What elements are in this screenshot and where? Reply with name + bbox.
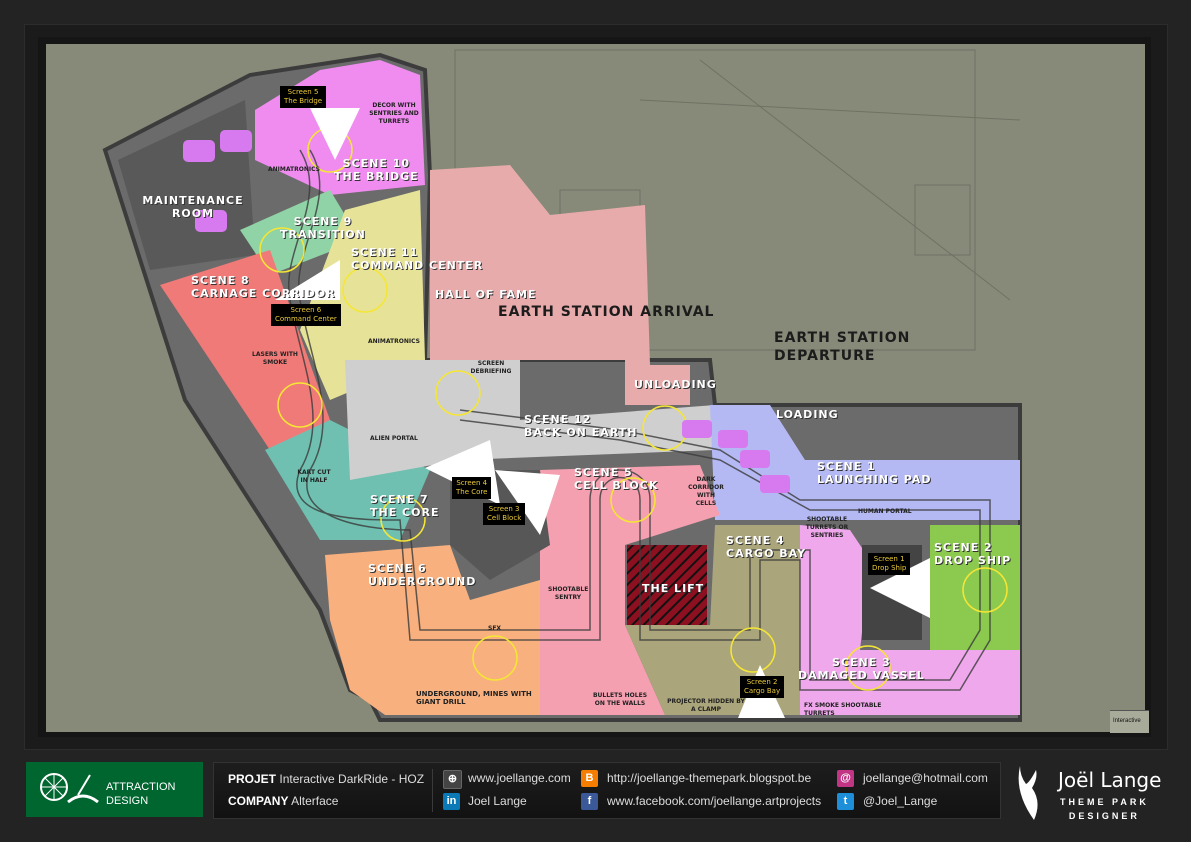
scene-2-label: Scene 2Drop Ship [934, 541, 1012, 567]
title-block: Interactive [1110, 710, 1149, 733]
scene-3-label: Scene 3Damaged Vassel [798, 656, 925, 682]
note-shootable-turrets: Shootable turrets or sentries [805, 516, 849, 539]
note-fx-smoke: FX smoke shootable turrets [804, 702, 882, 717]
note-projector: Projector hidden by a clamp [667, 698, 745, 713]
flame-logo-icon [1018, 766, 1038, 820]
scene-10-label: Scene 10The Bridge [334, 157, 419, 183]
note-animatronics-command: Animatronics [368, 338, 420, 345]
scene-9-label: Scene 9Transition [280, 215, 366, 241]
zone-unloading: Unloading [634, 378, 717, 391]
zone-earth-station-departure: Earth Station Departure [774, 330, 911, 364]
company-row: COMPANY Alterface [228, 794, 339, 808]
scene-12-label: Scene 12Back on Earth [524, 413, 638, 439]
blog-link[interactable]: http://joellange-themepark.blogspot.be [607, 771, 812, 785]
zone-hall-of-fame: Hall of Fame [435, 288, 537, 301]
blogger-icon: B [581, 770, 598, 787]
scene-8-label: Scene 8Carnage Corridor [191, 274, 336, 300]
note-bullets: Bullets holes on the walls [592, 692, 648, 707]
twitter-link[interactable]: @Joel_Lange [863, 794, 938, 808]
note-dark-corridor: Dark corridor with cells [688, 476, 724, 507]
email-link[interactable]: joellange@hotmail.com [863, 771, 988, 785]
note-sfx: SFX [488, 625, 502, 632]
info-bar: PROJET Interactive DarkRide - HOZ COMPAN… [213, 762, 1001, 819]
zone-the-lift: The Lift [642, 582, 705, 595]
scene-5-label: Scene 5Cell Block [574, 466, 659, 492]
note-underground: Underground, mines with giant drill [416, 690, 532, 706]
globe-icon: ⊕ [443, 770, 462, 789]
floor-plan-drawing [102, 49, 1022, 722]
scene-6-label: Scene 6Underground [368, 562, 477, 588]
note-decor: Decor with sentries and turrets [369, 102, 419, 125]
note-alien-portal: Alien Portal [370, 435, 418, 442]
logo-text-line-1: ATTRACTION [106, 781, 176, 793]
floor-plan: Earth Station Arrival Earth Station Depa… [46, 44, 1145, 732]
scene-4-label: Scene 4Cargo Bay [726, 534, 807, 560]
note-kart-cut: Kart cut in half [297, 469, 331, 484]
twitter-icon: t [837, 793, 854, 810]
note-shootable-sentry: Shootable sentry [548, 586, 589, 601]
ferris-wheel-icon [40, 773, 99, 804]
facebook-icon: f [581, 793, 598, 810]
website-link[interactable]: www.joellange.com [468, 771, 571, 785]
project-row: PROJET Interactive DarkRide - HOZ [228, 772, 425, 786]
email-icon: @ [837, 770, 854, 787]
note-screen-debriefing: Screen Debriefing [470, 360, 512, 375]
scene-7-label: Scene 7The Core [370, 493, 440, 519]
linkedin-icon: in [443, 793, 460, 810]
scene-1-label: Scene 1Launching Pad [817, 460, 932, 486]
attraction-design-logo: ATTRACTION DESIGN [26, 762, 203, 817]
brand-name: Joël Lange [1058, 768, 1162, 792]
zone-loading: Loading [776, 408, 839, 421]
note-human-portal: Human Portal [858, 508, 912, 515]
logo-text-line-2: DESIGN [106, 795, 149, 807]
scene-11-label: Scene 11Command Center [351, 246, 484, 272]
facebook-link[interactable]: www.facebook.com/joellange.artprojects [607, 794, 822, 808]
zone-earth-station-arrival: Earth Station Arrival [498, 304, 715, 320]
note-lasers: Lasers with smoke [252, 351, 298, 366]
note-animatronics-bridge: Animatronics [268, 166, 320, 173]
zone-maintenance-room: Maintenance Room [142, 194, 244, 220]
linkedin-link[interactable]: Joel Lange [468, 794, 527, 808]
